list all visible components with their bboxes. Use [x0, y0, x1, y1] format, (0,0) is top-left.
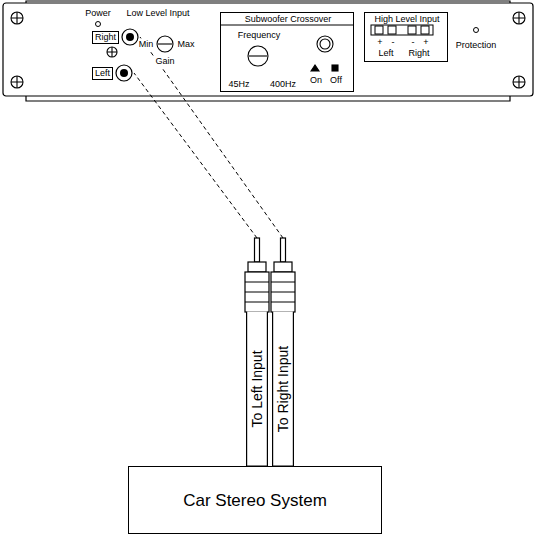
- crossover-switch: [311, 36, 338, 71]
- plug-grip: [245, 282, 269, 302]
- knob: [157, 36, 173, 52]
- panel-label: Gain: [154, 56, 175, 67]
- screw-cross: [11, 12, 23, 24]
- screw-cross: [11, 76, 23, 88]
- header-rule: [220, 25, 354, 26]
- panel-label: -: [392, 37, 395, 48]
- jack-label: Left: [92, 67, 113, 80]
- socket-ring: [116, 65, 132, 81]
- jack-socket: [115, 64, 133, 82]
- protection-led: [474, 28, 479, 33]
- panel-label: Power: [84, 8, 112, 19]
- screw: [11, 12, 23, 24]
- screw-cross: [513, 76, 525, 88]
- panel-label: Left: [378, 48, 393, 59]
- screw: [513, 12, 525, 24]
- plug-collar: [248, 262, 266, 272]
- plug-pin: [281, 238, 286, 262]
- input-jack: Left: [92, 64, 133, 82]
- jack-label: Right: [92, 31, 119, 44]
- front-panel: [3, 3, 533, 96]
- plug-pin: [255, 238, 260, 262]
- socket-hole: [126, 33, 134, 41]
- screw: [513, 76, 525, 88]
- on-icon: [311, 65, 319, 71]
- panel-title: Subwoofer Crossover: [245, 14, 332, 25]
- plug-body: [271, 272, 295, 312]
- cable-outline: [246, 312, 268, 466]
- socket-ring: [122, 29, 138, 45]
- plug-leader: [134, 73, 257, 238]
- stereo-box: Car Stereo System: [128, 466, 382, 534]
- panel-label: 45Hz: [228, 79, 249, 90]
- screws: [11, 12, 525, 88]
- panel-label: Right: [408, 48, 429, 59]
- knob: [248, 46, 268, 66]
- off-icon: [332, 65, 338, 71]
- speaker-terminal: [371, 25, 433, 35]
- panel-label: Max: [176, 39, 195, 50]
- cable-label: To Right Input: [275, 344, 291, 434]
- jack-socket: [121, 28, 139, 46]
- bottom-lip: [26, 96, 510, 101]
- terminal-screw: [375, 26, 383, 34]
- ground-screw: [107, 47, 117, 57]
- rca-cable: [134, 73, 257, 466]
- panel-label: Min: [138, 39, 155, 50]
- switch-ring: [320, 39, 330, 49]
- panel-label: -: [412, 37, 415, 48]
- input-jack: Right: [92, 28, 139, 46]
- cable-fill: [247, 312, 267, 466]
- high-level-panel: High Level Input+--+LeftRight: [364, 12, 448, 62]
- knob-slot: [249, 55, 267, 56]
- rca-plug: [271, 238, 295, 312]
- terminal-block: [371, 25, 433, 35]
- frequency-knob: [248, 46, 268, 66]
- cable-label: To Left Input: [249, 348, 265, 429]
- plug-leader: [140, 37, 283, 238]
- panel-title: High Level Input: [374, 14, 439, 25]
- terminal-screw: [408, 26, 416, 34]
- power-led: [96, 22, 101, 27]
- terminal-screw: [421, 26, 429, 34]
- panel-label: Frequency: [238, 30, 281, 41]
- gain-knob: [157, 36, 173, 52]
- panel-label: 400Hz: [270, 79, 296, 90]
- crossover-panel: Subwoofer CrossoverFrequency 45Hz 400Hz On O…: [220, 12, 354, 92]
- plug-body: [245, 272, 269, 312]
- plug-collar: [274, 262, 292, 272]
- knob-slot: [158, 43, 172, 44]
- panel-label: Off: [330, 75, 342, 86]
- panel-label: +: [423, 37, 428, 48]
- panel-label: Protection: [455, 40, 498, 51]
- switch-button: [317, 36, 333, 52]
- screw-cross: [107, 47, 117, 57]
- cable-outline: [272, 312, 294, 466]
- screw: [11, 76, 23, 88]
- rca-cable: [140, 37, 283, 466]
- terminal-screw: [388, 26, 396, 34]
- screw-cross: [513, 12, 525, 24]
- box-title: Car Stereo System: [183, 491, 327, 510]
- rca-plug: [245, 238, 269, 312]
- plug-grip: [271, 282, 295, 302]
- panel-label: Low Level Input: [125, 8, 190, 19]
- cable-fill: [273, 312, 293, 466]
- panel-label: +: [377, 37, 382, 48]
- socket-hole: [120, 69, 128, 77]
- amplifier-housing: [3, 1, 533, 101]
- panel-label: On: [310, 75, 322, 86]
